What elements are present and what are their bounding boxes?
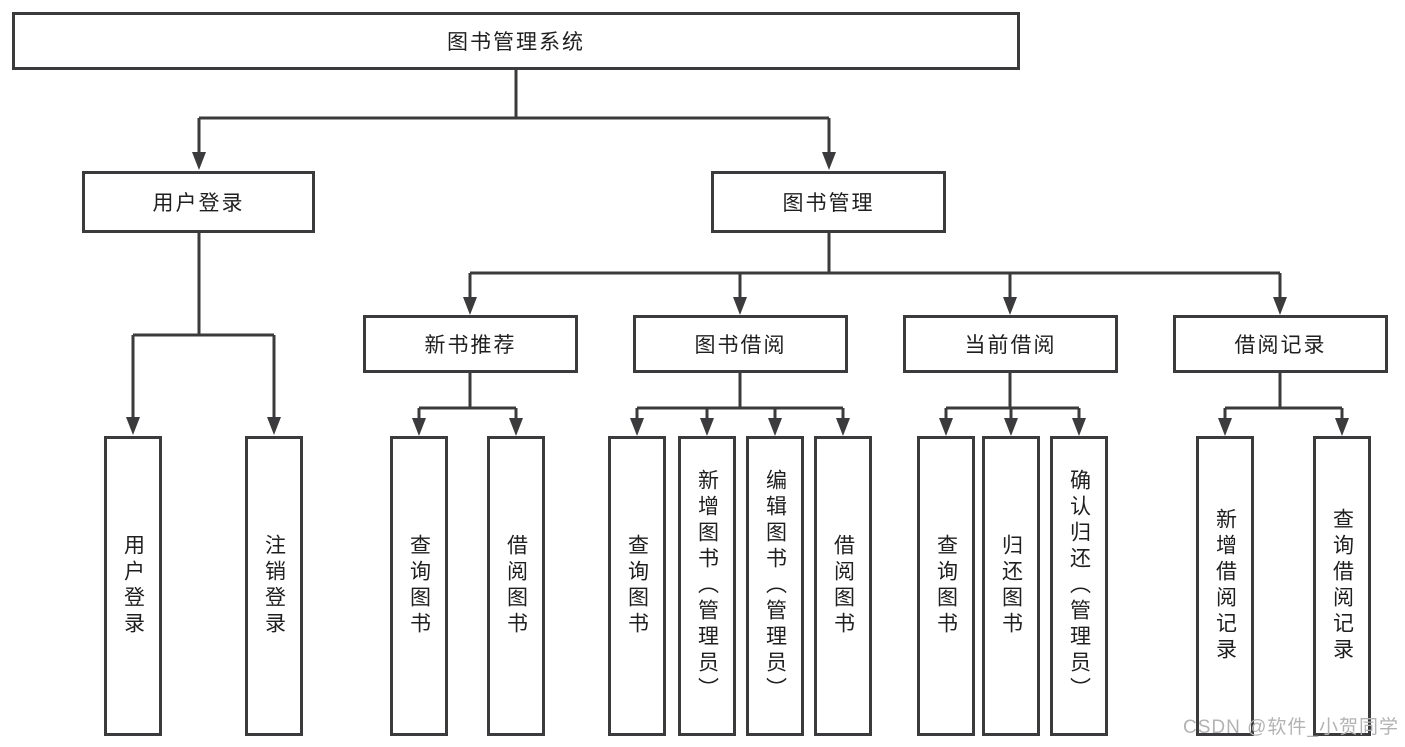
leaf-recommend-query-books: 查询图书: [390, 436, 448, 736]
node-book-borrow: 图书借阅: [633, 315, 848, 373]
leaf-user-login: 用户登录: [104, 436, 162, 736]
leaf-query-borrow-record: 查询借阅记录: [1313, 436, 1371, 736]
connector-segments: [131, 70, 1344, 420]
node-book-management: 图书管理: [711, 171, 946, 233]
leaf-return-books: 归还图书: [982, 436, 1040, 736]
leaf-current-query-books: 查询图书: [917, 436, 975, 736]
leaf-logout: 注销登录: [245, 436, 303, 736]
node-new-book-recommend: 新书推荐: [363, 315, 578, 373]
node-current-borrow: 当前借阅: [903, 315, 1118, 373]
leaf-recommend-borrow-books: 借阅图书: [487, 436, 545, 736]
node-user-login: 用户登录: [82, 171, 315, 233]
leaf-borrow-query-books: 查询图书: [608, 436, 666, 736]
leaf-confirm-return-admin: 确认归还（管理员）: [1050, 436, 1108, 736]
leaf-borrow-books: 借阅图书: [814, 436, 872, 736]
node-borrow-records: 借阅记录: [1173, 315, 1388, 373]
leaf-edit-books-admin: 编辑图书（管理员）: [746, 436, 804, 736]
leaf-add-borrow-record: 新增借阅记录: [1196, 436, 1254, 736]
node-root-system: 图书管理系统: [12, 12, 1020, 70]
csdn-watermark: CSDN @软件_小贺同学: [1183, 717, 1399, 738]
arrowheads: [126, 152, 1349, 436]
leaf-add-books-admin: 新增图书（管理员）: [678, 436, 736, 736]
